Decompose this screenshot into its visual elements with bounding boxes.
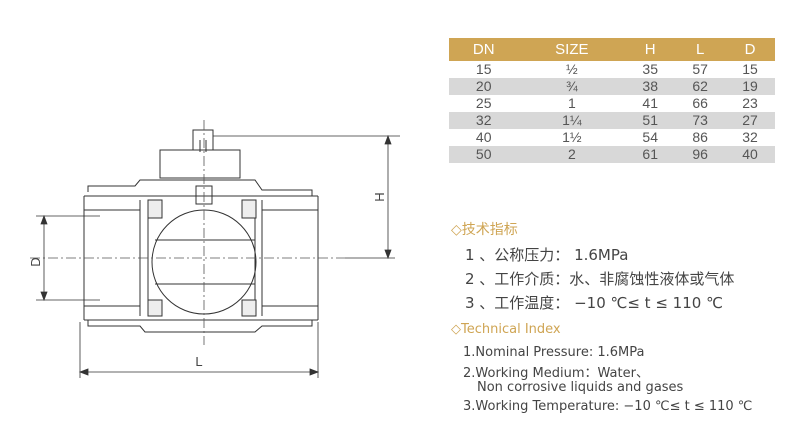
tech-index-heading-cn: ◇技术指标 [451, 222, 518, 238]
table-cell: 23 [742, 95, 758, 111]
tech-cn-line-temperature: 3 、工作温度： −10 ℃≤ t ≤ 110 ℃ [465, 294, 723, 312]
table-row: 50 2 61 96 40 [449, 146, 775, 163]
table-row: 25 1 41 66 23 [449, 95, 775, 112]
col-header-dn: DN [449, 38, 519, 61]
handle-lever [159, 149, 241, 179]
spec-table: DN SIZE H L D 15 ½ 35 57 15 20 ¾ 38 62 1… [449, 38, 775, 163]
table-cell: 27 [725, 112, 775, 129]
table-cell: 1 [567, 95, 576, 111]
table-cell: 15 [475, 61, 492, 77]
table-cell: 54 [642, 129, 658, 145]
table-cell: 19 [725, 78, 775, 95]
table-row: 15 ½ 35 57 15 [449, 61, 775, 78]
tech-index-heading-en: ◇Technical Index [451, 322, 561, 337]
table-row: 32 1¼ 51 73 27 [449, 112, 775, 129]
col-header-size: SIZE [518, 38, 626, 61]
table-cell: 20 [449, 78, 519, 95]
tech-en-line-medium-cont: Non corrosive liquids and gases [477, 380, 684, 395]
table-cell: 66 [692, 95, 708, 111]
table-cell: 25 [475, 95, 492, 111]
table-cell: 73 [675, 112, 726, 129]
table-cell: 15 [742, 61, 758, 77]
table-cell: 96 [675, 146, 726, 163]
table-cell: 86 [692, 129, 708, 145]
col-header-l: L [675, 38, 726, 61]
table-cell: ½ [565, 61, 578, 77]
valve-body [87, 179, 313, 196]
table-cell: 1¼ [518, 112, 626, 129]
handle-stem [192, 129, 214, 153]
dim-label-d: D [28, 257, 43, 266]
table-cell: 1½ [562, 129, 582, 145]
tech-cn-line-medium: 2 、工作介质：水、非腐蚀性液体或气体 [465, 270, 735, 288]
table-cell: 50 [449, 146, 519, 163]
dim-label-h: H [372, 192, 387, 201]
table-cell: 62 [675, 78, 726, 95]
table-cell: 2 [518, 146, 626, 163]
col-header-d: D [725, 38, 775, 61]
table-cell: 51 [625, 112, 676, 129]
valve-drawing: D H L [28, 120, 400, 378]
table-cell: 32 [449, 112, 519, 129]
tech-en-line-medium: 2.Working Medium：Water、 [463, 366, 649, 381]
table-cell: 38 [625, 78, 676, 95]
col-header-h: H [625, 38, 676, 61]
table-cell: 57 [692, 61, 708, 77]
table-cell: ¾ [518, 78, 626, 95]
table-row: 20 ¾ 38 62 19 [449, 78, 775, 95]
table-cell: 41 [642, 95, 658, 111]
table-row: 40 1½ 54 86 32 [449, 129, 775, 146]
tech-en-line-temperature: 3.Working Temperature: −10 ℃≤ t ≤ 110 ℃ [463, 399, 753, 414]
table-cell: 32 [742, 129, 758, 145]
valve-ball [151, 209, 257, 315]
tech-cn-line-pressure: 1 、公称压力： 1.6MPa [465, 246, 629, 264]
dim-label-l: L [195, 354, 202, 369]
table-cell: 40 [475, 129, 492, 145]
tech-en-line-pressure: 1.Nominal Pressure: 1.6MPa [463, 345, 645, 360]
table-header-row: DN SIZE H L D [449, 38, 775, 61]
table-cell: 40 [725, 146, 775, 163]
table-cell: 61 [625, 146, 676, 163]
table-cell: 35 [642, 61, 658, 77]
